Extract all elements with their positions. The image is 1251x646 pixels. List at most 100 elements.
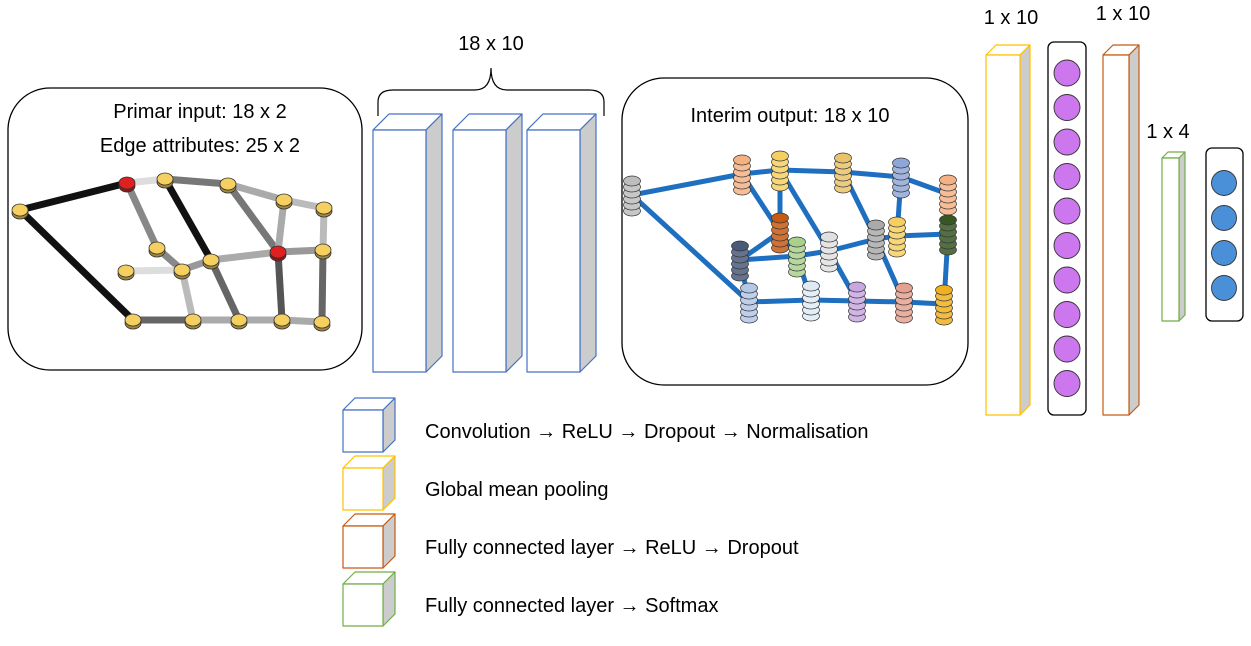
conv-blocks: [372, 113, 597, 373]
classifier-head: 1 x 10 1 x 10 1 x 4: [984, 3, 1244, 416]
output-node: [1211, 275, 1237, 301]
conv-layer-group: 18 x 10: [372, 33, 605, 373]
interim-panel-label: Interim output: 18 x 10: [690, 105, 889, 127]
input-node: [275, 193, 293, 210]
input-node-top: [148, 241, 166, 255]
output-vector-nodes: [1211, 170, 1237, 301]
input-node-top: [202, 253, 220, 267]
conv-block-3: [526, 113, 597, 373]
interim-panel-frame: [621, 77, 969, 386]
input-node-highlighted: [269, 245, 287, 262]
input-edge: [16, 179, 131, 214]
input-edge: [161, 175, 232, 188]
input-edge: [16, 206, 137, 324]
interim-edge: [746, 297, 814, 305]
interim-node-stack: [740, 282, 758, 324]
interim-node-disk: [848, 281, 866, 293]
interim-node-stack: [939, 174, 957, 216]
legend-label: Global mean pooling: [425, 479, 608, 501]
input-node-top: [314, 243, 332, 257]
conv-block-1: [372, 113, 443, 373]
interim-edge: [737, 253, 800, 263]
conv-block-2-front: [452, 129, 507, 373]
input-node-top: [219, 177, 237, 191]
input-node: [148, 241, 166, 258]
fc-softmax-block: [1161, 151, 1186, 322]
pooled-node: [1053, 59, 1081, 87]
interim-node-stack: [939, 214, 957, 256]
interim-node-disk: [820, 231, 838, 243]
input-node: [117, 264, 135, 281]
interim-node-stack: [820, 231, 838, 273]
input-node: [315, 201, 333, 218]
input-edge: [123, 179, 161, 252]
input-node: [173, 263, 191, 280]
legend-item: Convolution → ReLU → Dropout → Normalisa…: [342, 397, 869, 453]
interim-edge: [894, 231, 951, 239]
interim-node-disk: [802, 280, 820, 292]
pooled-node: [1053, 266, 1081, 294]
conv-block-3-front: [526, 129, 581, 373]
interim-node-stack: [935, 284, 953, 326]
interim-graph-panel: Interim output: 18 x 10: [621, 77, 969, 386]
input-edge: [224, 180, 288, 204]
interim-node-disk: [771, 150, 789, 162]
output-node: [1211, 170, 1237, 196]
interim-node-disk: [788, 236, 806, 248]
input-node: [184, 313, 202, 330]
legend-swatch: [342, 397, 396, 453]
legend: Convolution → ReLU → Dropout → Normalisa…: [342, 397, 869, 627]
input-node-top: [117, 264, 135, 278]
interim-edge: [629, 192, 752, 305]
fc-relu-block-front: [1102, 54, 1130, 416]
input-node-top: [156, 172, 174, 186]
input-edge: [207, 248, 282, 264]
output-dimension-label: 1 x 4: [1146, 121, 1189, 143]
input-node: [273, 313, 291, 330]
input-node: [156, 172, 174, 189]
legend-swatch: [342, 571, 396, 627]
input-panel-line2: Edge attributes: 25 x 2: [100, 135, 300, 157]
legend-item: Fully connected layer → ReLU → Dropout: [342, 513, 799, 569]
input-node: [219, 177, 237, 194]
input-node: [230, 313, 248, 330]
legend-label: Fully connected layer → Softmax: [425, 595, 718, 617]
interim-node-stack: [895, 282, 913, 324]
pooling-block-front: [985, 54, 1021, 416]
interim-graph-nodes: [623, 150, 957, 326]
interim-node-stack: [771, 150, 789, 192]
input-node-top: [313, 315, 331, 329]
input-node-highlighted: [118, 176, 136, 193]
input-edge: [318, 246, 327, 326]
input-panel-frame: [7, 87, 363, 371]
input-edge: [122, 266, 186, 275]
input-graph-panel: Primar input: 18 x 2 Edge attributes: 25…: [7, 87, 363, 371]
pooled-node: [1053, 94, 1081, 121]
legend-swatch: [342, 513, 396, 569]
interim-node-disk: [733, 154, 751, 166]
interim-node-stack: [892, 157, 910, 199]
pooling-block-side: [1019, 44, 1031, 416]
input-edge: [274, 248, 286, 324]
interim-edge: [629, 171, 745, 198]
input-node-top: [124, 313, 142, 327]
legend-label: Fully connected layer → ReLU → Dropout: [425, 537, 799, 559]
interim-node-disk: [834, 152, 852, 164]
fc-relu-block: [1102, 44, 1140, 416]
input-edge: [207, 256, 243, 324]
legend-swatch-front: [342, 583, 384, 627]
interim-node-stack: [771, 212, 789, 254]
input-node-top: [230, 313, 248, 327]
input-node-top: [269, 245, 287, 259]
input-node: [124, 313, 142, 330]
pooled-node: [1053, 301, 1081, 328]
interim-node-stack: [848, 281, 866, 323]
interim-node-disk: [939, 214, 957, 226]
conv-block-1-front: [372, 129, 427, 373]
pooling-block: [985, 44, 1031, 416]
interim-node-stack: [733, 154, 751, 196]
legend-swatch-front: [342, 409, 384, 453]
interim-node-disk: [731, 240, 749, 252]
fc-dimension-label: 1 x 10: [1096, 3, 1150, 25]
interim-node-stack: [888, 216, 906, 258]
